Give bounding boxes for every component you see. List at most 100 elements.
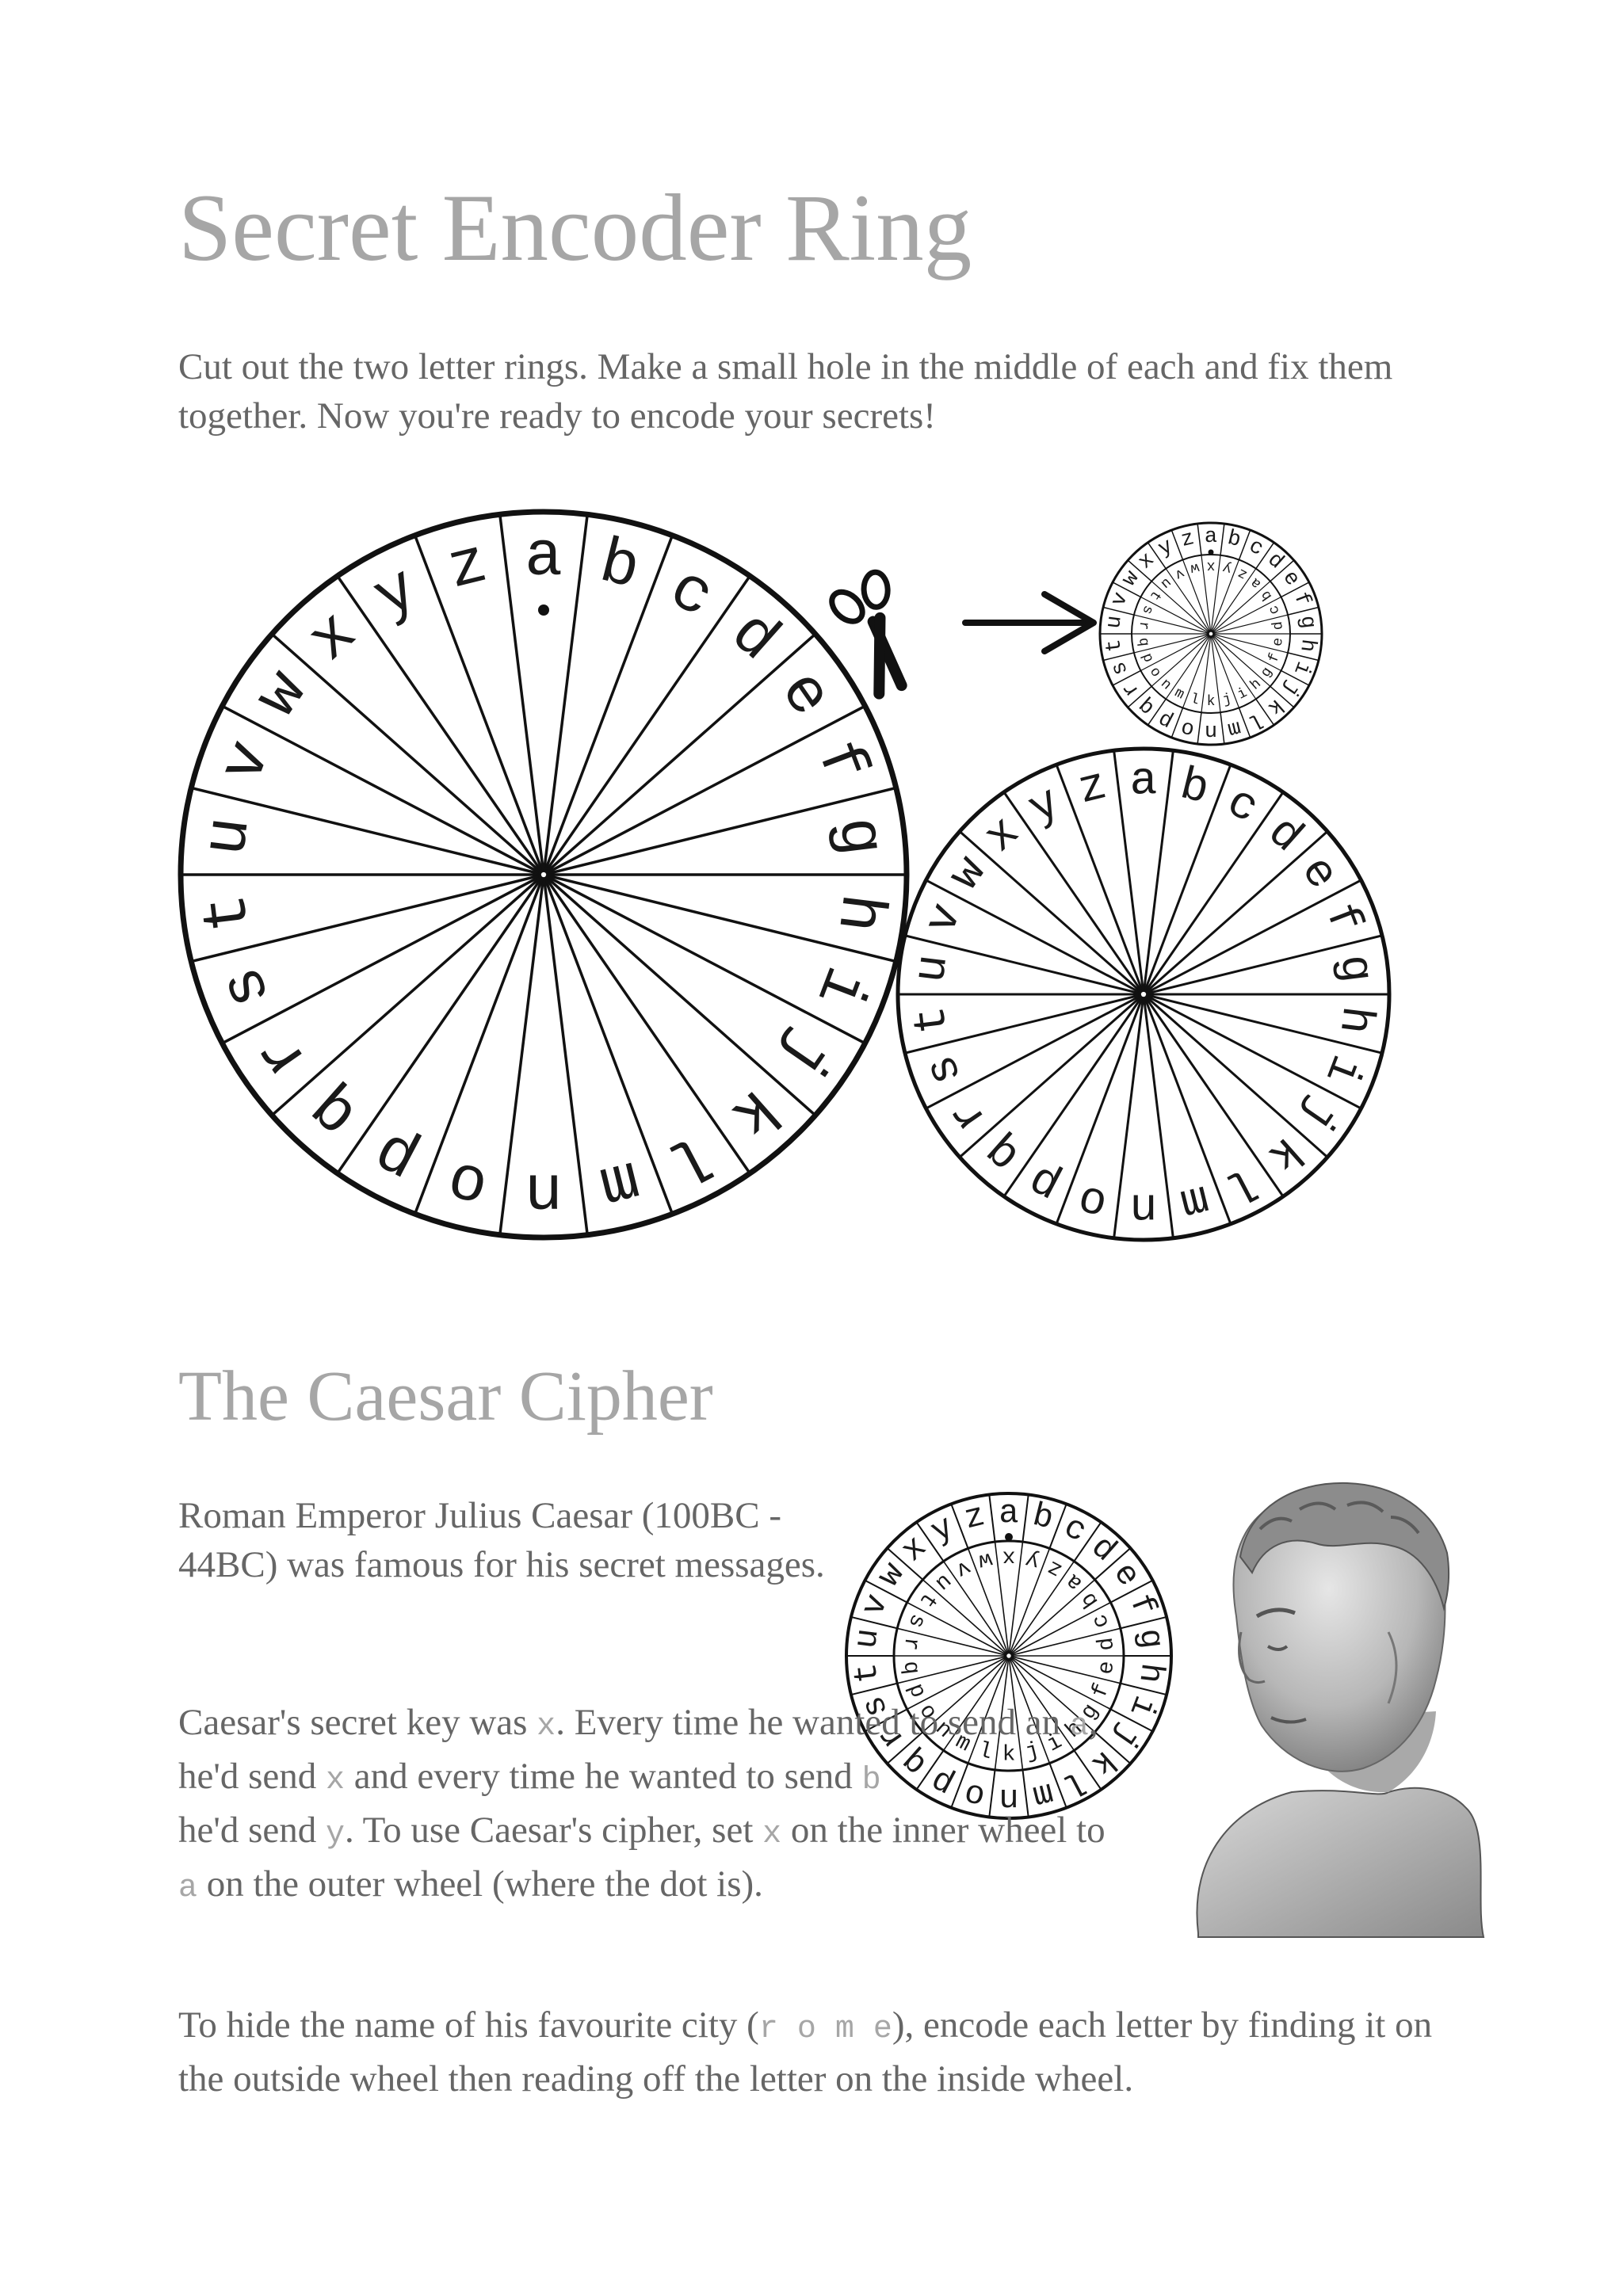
wheel-letter: m bbox=[593, 1142, 647, 1222]
wheel-letter: l bbox=[657, 1115, 724, 1196]
wheel-letter: d bbox=[1270, 620, 1287, 631]
wheel-letter: i bbox=[1313, 1047, 1371, 1092]
wheel-letter: h bbox=[1130, 1661, 1170, 1685]
wheel-letter: x bbox=[1207, 558, 1216, 574]
wheel-letter: b bbox=[1225, 527, 1243, 553]
wheel-letter: b bbox=[1029, 1497, 1057, 1539]
wheel-letter: f bbox=[1288, 589, 1315, 610]
wheel-letter: j bbox=[1221, 691, 1233, 708]
wheel-letter: s bbox=[207, 956, 288, 1017]
wheel-letter: b bbox=[1174, 760, 1213, 816]
intro-text: Cut out the two letter rings. Make a sma… bbox=[178, 346, 1393, 437]
wheel-letter: q bbox=[976, 1125, 1030, 1182]
wheel-letter: n bbox=[1205, 719, 1217, 742]
section-title: The Caesar Cipher bbox=[178, 1357, 713, 1436]
text-run: . Every time he wanted to send an bbox=[556, 1702, 1070, 1743]
wheel-letter: a bbox=[525, 522, 563, 594]
wheel-letter: e bbox=[1094, 1660, 1121, 1676]
wheel-letter: w bbox=[1189, 559, 1201, 576]
wheel-letter: n bbox=[525, 1156, 563, 1228]
wheel-letter: u bbox=[191, 813, 267, 860]
wheel-letter: h bbox=[820, 890, 896, 936]
wheel-letter: a bbox=[1130, 757, 1158, 808]
text-run: . To use Caesar's cipher, set bbox=[345, 1810, 763, 1851]
code-letter: x bbox=[537, 1709, 556, 1745]
wheel-letter: l bbox=[976, 1738, 995, 1765]
wheel-letter: h bbox=[1327, 1003, 1382, 1036]
wheel-letter: g bbox=[1130, 1627, 1170, 1651]
text-run: and every time he wanted to send bbox=[345, 1756, 862, 1797]
wheel-letter: o bbox=[441, 1142, 495, 1222]
wheel-letter: o bbox=[1178, 715, 1197, 741]
code-letter: x bbox=[762, 1817, 782, 1852]
wheel-letter: b bbox=[593, 528, 647, 607]
caesar-intro-text: Roman Emperor Julius Caesar (100BC - 44B… bbox=[178, 1495, 825, 1585]
wheel-letter: i bbox=[800, 956, 880, 1017]
wheel-letter: g bbox=[1327, 952, 1382, 985]
wheel-letter: v bbox=[916, 897, 974, 941]
arrow-right-icon bbox=[962, 591, 1097, 654]
wheel-letter: e bbox=[1270, 637, 1287, 647]
text-run: on the outer wheel (where the dot is). bbox=[197, 1863, 763, 1905]
wheel-letter: q bbox=[898, 1660, 924, 1676]
code-letter: b bbox=[861, 1763, 881, 1798]
wheel-letter: u bbox=[906, 952, 960, 985]
wheel-letter: f bbox=[800, 732, 880, 793]
wheel-letter: m bbox=[1174, 1172, 1213, 1228]
wheel-letter: z bbox=[1178, 527, 1197, 553]
code-word: r o m e bbox=[758, 2012, 892, 2047]
wheel-letter: g bbox=[1294, 614, 1319, 630]
wheel-letter: a bbox=[1205, 525, 1217, 549]
wheel-letter: u bbox=[1102, 614, 1128, 630]
wheel-letter: c bbox=[657, 553, 724, 635]
wheel-letter: k bbox=[1002, 1743, 1016, 1768]
code-letter: a bbox=[1069, 1709, 1089, 1745]
wheel-letter: p bbox=[363, 1115, 430, 1196]
wheel-letter: m bbox=[1225, 715, 1243, 741]
wheel-letter: x bbox=[1002, 1545, 1016, 1569]
wheel-letter: n bbox=[1130, 1181, 1158, 1233]
wheel-letter: g bbox=[820, 813, 896, 860]
wheel-letter: y bbox=[1221, 559, 1233, 576]
text-run: on the inner wheel to bbox=[781, 1810, 1106, 1851]
text-run: he'd send bbox=[178, 1810, 326, 1851]
code-letter: a bbox=[178, 1871, 198, 1906]
text-run: To hide the name of his favourite city ( bbox=[178, 2004, 759, 2046]
caesar-key-text: Caesar's secret key was x. Every time he… bbox=[178, 1698, 1129, 1913]
code-letter: y bbox=[325, 1817, 345, 1852]
wheel-letter: o bbox=[1073, 1172, 1112, 1228]
wheel-letter: u bbox=[847, 1627, 888, 1651]
wheel-letter: t bbox=[191, 890, 267, 936]
wheel-letter: z bbox=[1073, 760, 1112, 816]
wheel-letter: y bbox=[363, 553, 430, 635]
scissors-icon bbox=[829, 569, 907, 700]
wheel-letter: f bbox=[1313, 897, 1371, 941]
wheel-letter: s bbox=[1107, 658, 1134, 678]
text-run: Caesar's secret key was bbox=[178, 1702, 537, 1743]
wheel-letter: y bbox=[1023, 1547, 1042, 1573]
wheel-letter: k bbox=[1262, 693, 1288, 719]
wheel-letter: t bbox=[906, 1003, 960, 1036]
wheel-letter: r bbox=[898, 1636, 924, 1652]
wheel-letter: z bbox=[441, 528, 495, 607]
wheel-letter: k bbox=[1207, 694, 1216, 710]
wheel-letter: w bbox=[976, 1547, 995, 1573]
wheel-letter: s bbox=[916, 1047, 974, 1092]
text-run: , he'd send bbox=[178, 1702, 1098, 1797]
wheel-letter: d bbox=[1094, 1636, 1121, 1652]
wheel-letter: q bbox=[1135, 637, 1151, 647]
wheel-letter: a bbox=[999, 1494, 1018, 1532]
caesar-bust bbox=[1196, 1482, 1485, 1938]
wheel-letter: r bbox=[1135, 620, 1151, 631]
wheel-letter: d bbox=[1257, 807, 1312, 864]
wheel-letter: q bbox=[1134, 693, 1159, 719]
wheel-letter: l bbox=[1189, 691, 1201, 708]
wheel-letter: d bbox=[1262, 548, 1288, 574]
wheel-letter: t bbox=[1102, 638, 1128, 654]
wheel-letter: h bbox=[1294, 638, 1319, 654]
rome-example-text: To hide the name of his favourite city (… bbox=[178, 2000, 1462, 2103]
